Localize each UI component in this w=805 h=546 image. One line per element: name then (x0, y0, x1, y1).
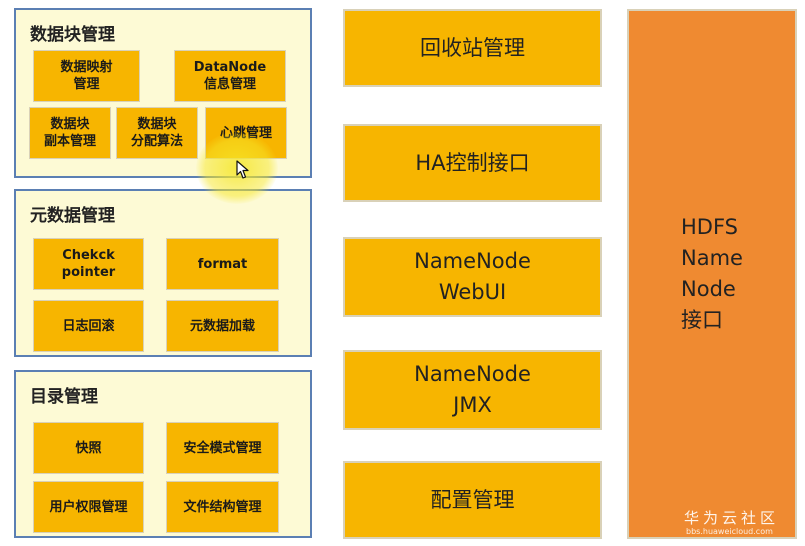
format-box: format (166, 238, 279, 290)
hdfs-namenode-interface-box: HDFS Name Node 接口 (627, 9, 797, 539)
watermark-name: 华为云社区 (684, 509, 780, 527)
mouse-pointer-icon (236, 160, 249, 179)
datanode-info-box: DataNode 信息管理 (174, 50, 286, 102)
config-management-box: 配置管理 (343, 461, 602, 539)
directory-management-panel: 目录管理 快照 安全模式管理 用户权限管理 文件结构管理 (14, 370, 312, 538)
metadata-loading-box: 元数据加载 (166, 300, 279, 352)
data-mapping-box: 数据映射 管理 (33, 50, 140, 102)
checkpointer-box: Chekck pointer (33, 238, 144, 290)
directory-management-title: 目录管理 (30, 387, 98, 407)
heartbeat-box: 心跳管理 (205, 107, 287, 159)
namenode-webui-box: NameNode WebUI (343, 237, 602, 317)
metadata-management-title: 元数据管理 (30, 206, 115, 226)
block-management-title: 数据块管理 (30, 25, 115, 45)
file-structure-box: 文件结构管理 (166, 481, 279, 533)
user-permission-box: 用户权限管理 (33, 481, 144, 533)
recycle-bin-box: 回收站管理 (343, 9, 602, 87)
namenode-jmx-box: NameNode JMX (343, 350, 602, 430)
safe-mode-box: 安全模式管理 (166, 422, 279, 474)
watermark-url: bbs.huaweicloud.com (686, 527, 773, 536)
block-management-panel: 数据块管理 数据映射 管理 DataNode 信息管理 数据块 副本管理 数据块… (14, 8, 312, 178)
snapshot-box: 快照 (33, 422, 144, 474)
log-rollback-box: 日志回滚 (33, 300, 144, 352)
metadata-management-panel: 元数据管理 Chekck pointer format 日志回滚 元数据加载 (14, 189, 312, 357)
block-replica-box: 数据块 副本管理 (29, 107, 111, 159)
block-allocation-box: 数据块 分配算法 (116, 107, 198, 159)
ha-control-box: HA控制接口 (343, 124, 602, 202)
